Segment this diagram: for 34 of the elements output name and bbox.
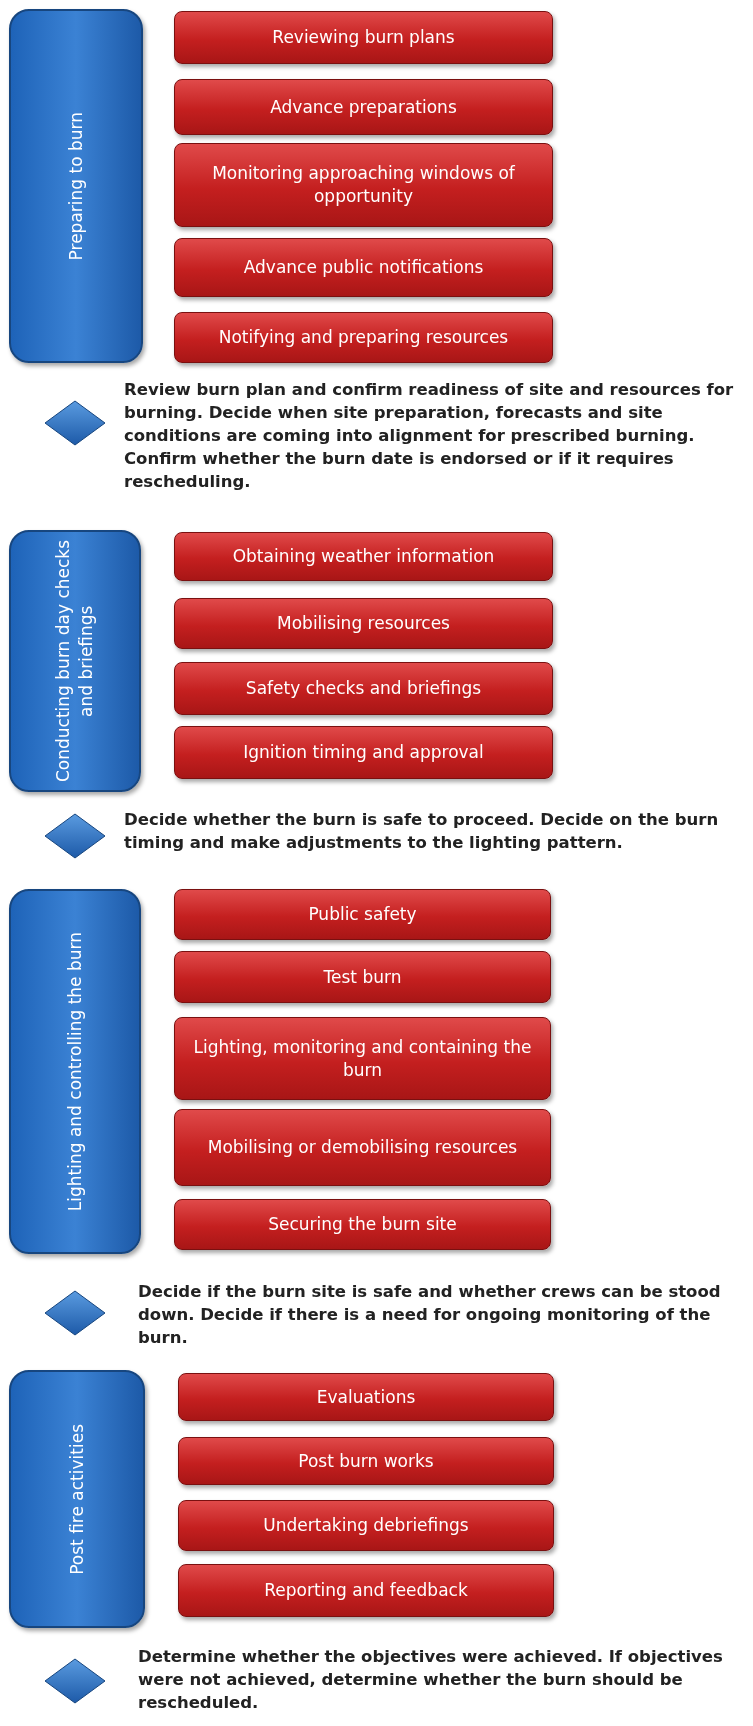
decision-note: Decide whether the burn is safe to proceed. Decide on the burn timing and make adjustments to the lighting pattern. [124, 809, 720, 855]
phase-band [9, 530, 141, 792]
decision-note: Review burn plan and confirm readiness of site and resources for burning. Decide when site preparation, forecasts and site conditions are coming into alignment for prescribed burning. Confirm whether the burn date is endorsed or if it requires rescheduling. [124, 379, 735, 494]
activity-box: Test burn [174, 951, 551, 1003]
activity-box: Advance preparations [174, 79, 553, 135]
decision-diamond [44, 1658, 106, 1704]
phase-title: Conducting burn day checks and briefings [52, 538, 97, 785]
decision-note: Decide if the burn site is safe and whether crews can be stood down. Decide if there is a need for ongoing monitoring of the burn. [138, 1281, 722, 1350]
decision-diamond [44, 813, 106, 859]
decision-diamond [44, 1290, 106, 1336]
activity-box: Notifying and preparing resources [174, 312, 553, 363]
activity-box: Evaluations [178, 1373, 554, 1421]
decision-note: Determine whether the objectives were achieved. If objectives were not achieved, determine whether the burn should be rescheduled. [138, 1646, 724, 1715]
phase-title: Preparing to burn [64, 111, 87, 261]
phase-band [9, 9, 143, 363]
activity-box: Undertaking debriefings [178, 1500, 554, 1551]
activity-box: Monitoring approaching windows of opportunity [174, 143, 553, 227]
phase-title: Post fire activities [65, 1423, 88, 1575]
activity-box: Safety checks and briefings [174, 662, 553, 715]
phase-band [9, 889, 141, 1254]
activity-box: Securing the burn site [174, 1199, 551, 1250]
phase-band [9, 1370, 145, 1628]
activity-box: Public safety [174, 889, 551, 940]
activity-box: Obtaining weather information [174, 532, 553, 581]
activity-box: Reporting and feedback [178, 1564, 554, 1617]
phase-title: Lighting and controlling the burn [63, 931, 86, 1212]
activity-box: Lighting, monitoring and containing the burn [174, 1017, 551, 1100]
activity-box: Mobilising or demobilising resources [174, 1109, 551, 1186]
activity-box: Advance public notifications [174, 238, 553, 297]
activity-box: Ignition timing and approval [174, 726, 553, 779]
activity-box: Reviewing burn plans [174, 11, 553, 64]
decision-diamond [44, 400, 106, 446]
activity-box: Mobilising resources [174, 598, 553, 649]
activity-box: Post burn works [178, 1437, 554, 1485]
